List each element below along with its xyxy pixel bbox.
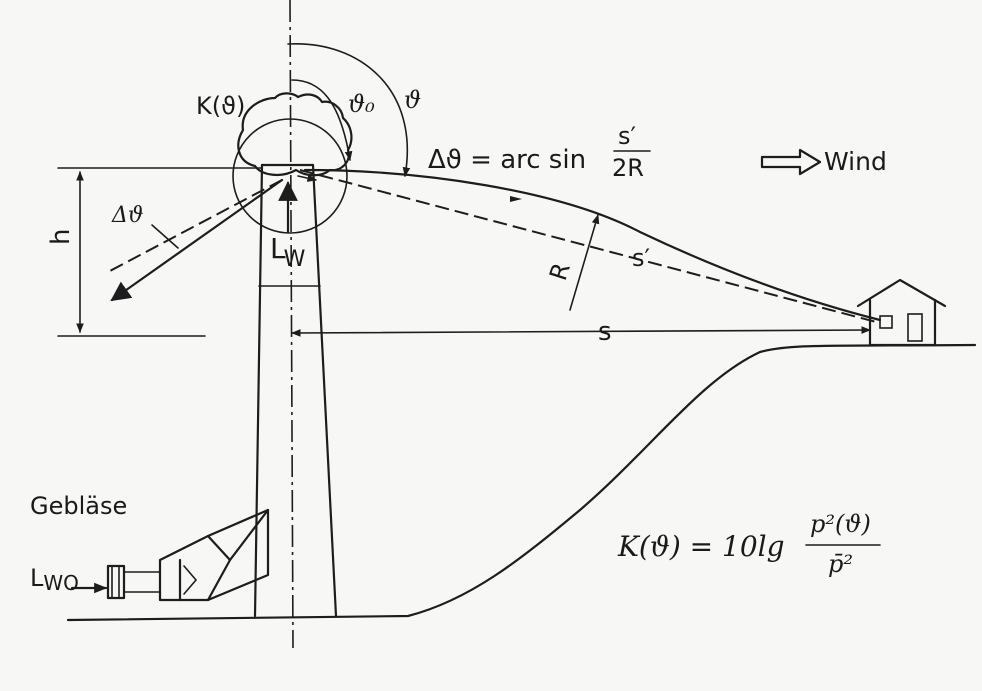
s-dimension [291,326,871,337]
wind-arrow-icon [760,148,822,176]
sound-ray [303,168,882,322]
lwo-label: LWO [30,564,79,595]
radius-arrow [569,214,600,311]
delta-theta-leader [151,224,179,249]
theta0-label: ϑ₀ [348,90,375,118]
emission-ray-dashed [107,179,283,273]
directivity-pattern [237,92,353,177]
theta-arc [287,43,411,177]
formula-left: K(ϑ) = 10lg [617,530,785,563]
s-prime-line [299,169,881,324]
s-label: s [598,317,612,347]
arcsin-equation: Δϑ = arc sin [428,145,586,175]
lw-label: LW [270,232,306,272]
s-prime-label: s′ [632,244,650,272]
fraction-denominator: 2R [612,154,644,182]
r-label: R [544,259,576,284]
blower [70,508,270,602]
k-theta-label: K(ϑ) [196,92,245,120]
reference-circle [232,118,348,234]
chimney-axis [289,0,294,649]
theta0-arc [291,79,353,161]
ground-line [66,343,977,622]
formula-numerator: p²(ϑ) [810,510,871,538]
h-label: h [46,229,76,245]
formula-denominator: p̄² [828,550,853,578]
fraction-numerator: s′ [618,122,636,150]
emission-ray-solid [110,178,284,302]
geblaese-label: Gebläse [30,492,127,520]
chimney [253,163,338,618]
height-dimension [57,167,263,337]
theta-label: ϑ [404,86,421,114]
delta-theta-label: Δϑ [111,203,144,228]
house-icon [856,278,947,347]
ray-arrow [510,196,522,202]
wind-label: Wind [824,147,887,176]
